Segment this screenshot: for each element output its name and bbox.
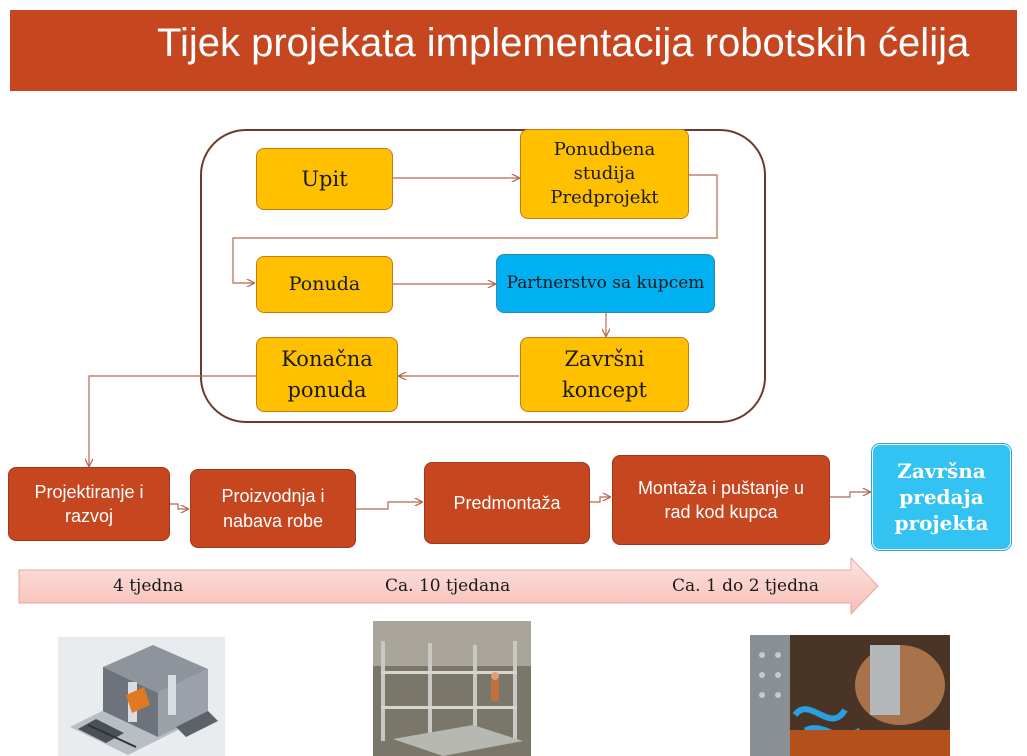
phase-proizvodnja: Proizvodnja i nabava robe [190, 469, 356, 548]
phase-projektiranje: Projektiranje i razvoj [8, 467, 170, 541]
arrow-predmontaza-montaza [590, 497, 610, 503]
arrow-ponudbena-ponuda [232, 174, 718, 283]
arrow-projektiranje-proizvodnja [170, 503, 188, 509]
timeline-label-3: Ca. 1 do 2 tjedna [672, 576, 820, 596]
arrow-konacna-projektiranje [89, 375, 256, 466]
arrow-montaza-zavrsna [830, 492, 870, 498]
robot-machining-image [750, 635, 950, 756]
box-zavrsni-koncept: Završni koncept [520, 337, 689, 412]
arrow-proizvodnja-predmontaza [356, 502, 422, 510]
workshop-assembly-image [373, 621, 531, 756]
box-ponudbena-studija: Ponudbena studija Predprojekt [520, 129, 689, 219]
page-title: Tijek projekata implementacija robotskih… [157, 21, 970, 65]
timeline-label-1: 4 tjedna [113, 576, 184, 596]
timeline-arrow [18, 556, 879, 616]
timeline-label-2: Ca. 10 tjedana [385, 576, 511, 596]
phase-predmontaza: Predmontaža [424, 462, 590, 544]
phase-zavrsna-predaja: Završna predaja projekta [871, 443, 1012, 551]
cad-robot-cell-image [58, 637, 225, 756]
phase-montaza: Montaža i puštanje u rad kod kupca [612, 455, 830, 545]
box-upit: Upit [256, 148, 393, 210]
box-konacna-ponuda: Konačna ponuda [256, 337, 398, 412]
box-partnerstvo: Partnerstvo sa kupcem [496, 254, 715, 313]
box-ponuda: Ponuda [256, 256, 393, 313]
offer-phase-frame [200, 129, 766, 423]
title-banner [10, 10, 1017, 91]
